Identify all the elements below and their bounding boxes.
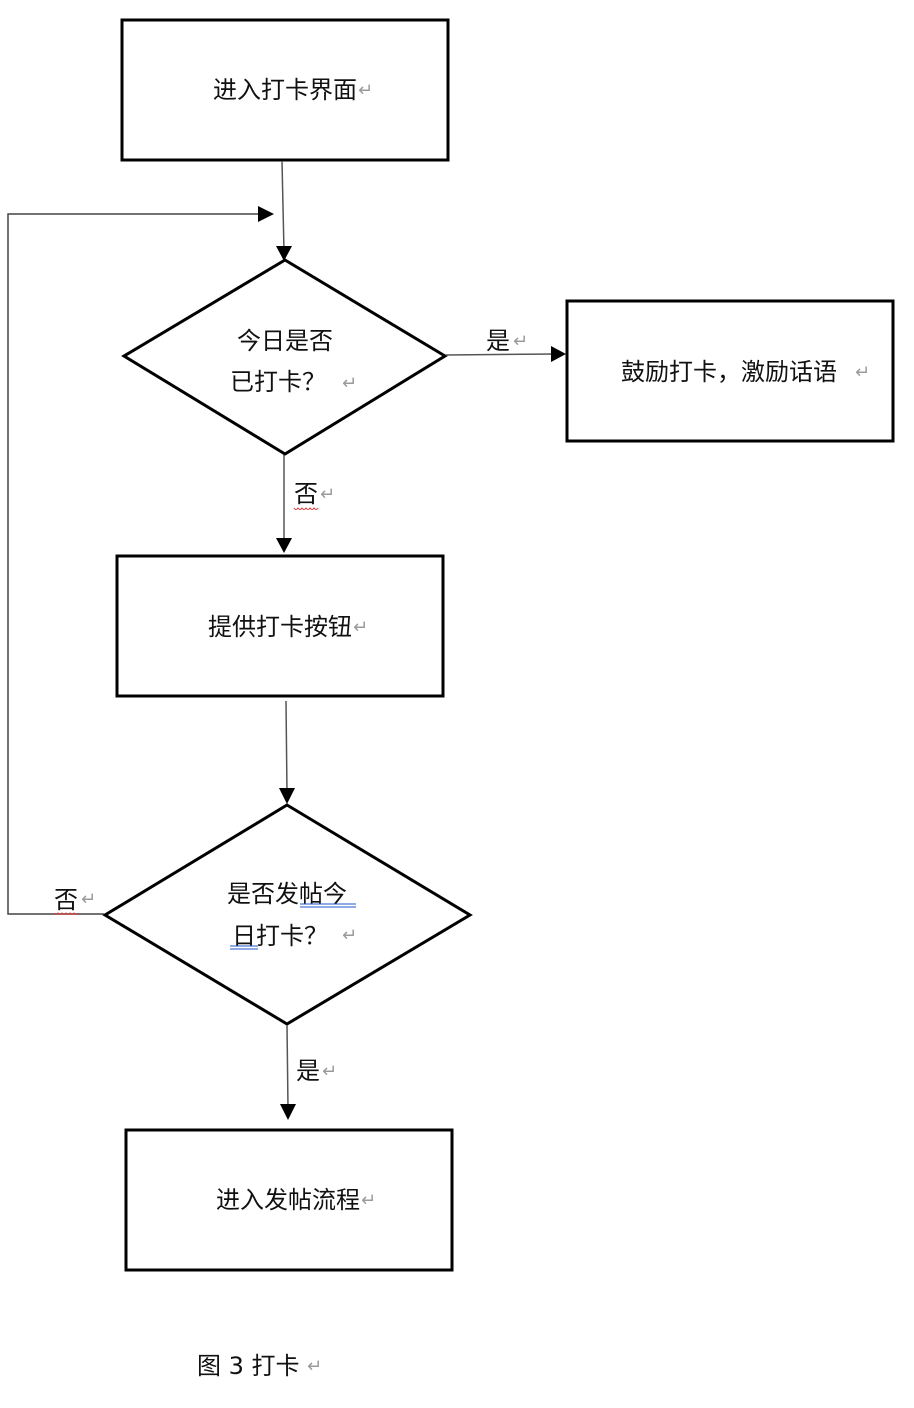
node-posted-today-line1: 是否发帖今	[227, 880, 347, 908]
node-enter-post-flow-text: 进入发帖流程	[216, 1186, 360, 1214]
node-provide-button: 提供打卡按钮 ↵	[115, 554, 445, 698]
paragraph-mark-icon: ↵	[513, 331, 528, 352]
arrow-head-icon	[551, 346, 566, 362]
paragraph-mark-icon: ↵	[307, 1356, 322, 1377]
figure-caption-text: 图 3 打卡	[197, 1352, 300, 1380]
spellcheck-underline	[293, 507, 319, 510]
spellcheck-underline	[53, 912, 79, 915]
edge-check-yes: 是 ↵	[445, 327, 566, 362]
node-enter-checkin-text: 进入打卡界面	[213, 76, 357, 104]
node-encourage-text: 鼓励打卡，激励话语	[621, 358, 837, 386]
paragraph-mark-icon: ↵	[81, 889, 96, 910]
edge-label-yes: 是	[296, 1057, 320, 1085]
paragraph-mark-icon: ↵	[855, 362, 870, 383]
node-checked-today-line1: 今日是否	[237, 327, 333, 355]
node-encourage: 鼓励打卡，激励话语 ↵	[565, 299, 895, 443]
edge-label-no: 否	[54, 886, 78, 914]
paragraph-mark-icon: ↵	[320, 484, 335, 505]
node-checked-today: 今日是否 已打卡？ ↵	[121, 258, 448, 456]
node-enter-post-flow: 进入发帖流程 ↵	[124, 1128, 454, 1272]
arrow-head-icon	[280, 1104, 296, 1120]
paragraph-mark-icon: ↵	[353, 617, 368, 638]
arrow-head-icon	[276, 246, 292, 261]
edge-label-yes: 是	[486, 327, 510, 355]
edge-post-check-no-loop: 否 ↵	[7, 206, 274, 915]
node-enter-checkin: 进入打卡界面 ↵	[120, 18, 450, 162]
paragraph-mark-icon: ↵	[342, 373, 357, 394]
arrow-head-icon	[279, 788, 295, 804]
figure-caption: 图 3 打卡 ↵	[197, 1352, 322, 1380]
edge-button-to-post-check	[279, 700, 295, 804]
edge-enter-to-check	[276, 160, 292, 261]
edge-label-no: 否	[294, 480, 318, 508]
paragraph-mark-icon: ↵	[358, 80, 373, 101]
node-posted-today: 是否发帖今 日打卡？ ↵	[102, 803, 473, 1026]
node-provide-button-text: 提供打卡按钮	[208, 613, 352, 641]
arrow-head-icon	[258, 206, 274, 222]
arrow-head-icon	[276, 538, 292, 553]
node-posted-today-line2: 日打卡？	[232, 922, 328, 950]
paragraph-mark-icon: ↵	[322, 1061, 337, 1082]
edge-post-check-yes: 是 ↵	[280, 1024, 337, 1120]
edge-check-no: 否 ↵	[276, 455, 335, 553]
paragraph-mark-icon: ↵	[342, 925, 357, 946]
paragraph-mark-icon: ↵	[361, 1190, 376, 1211]
node-checked-today-line2: 已打卡？	[230, 368, 326, 396]
